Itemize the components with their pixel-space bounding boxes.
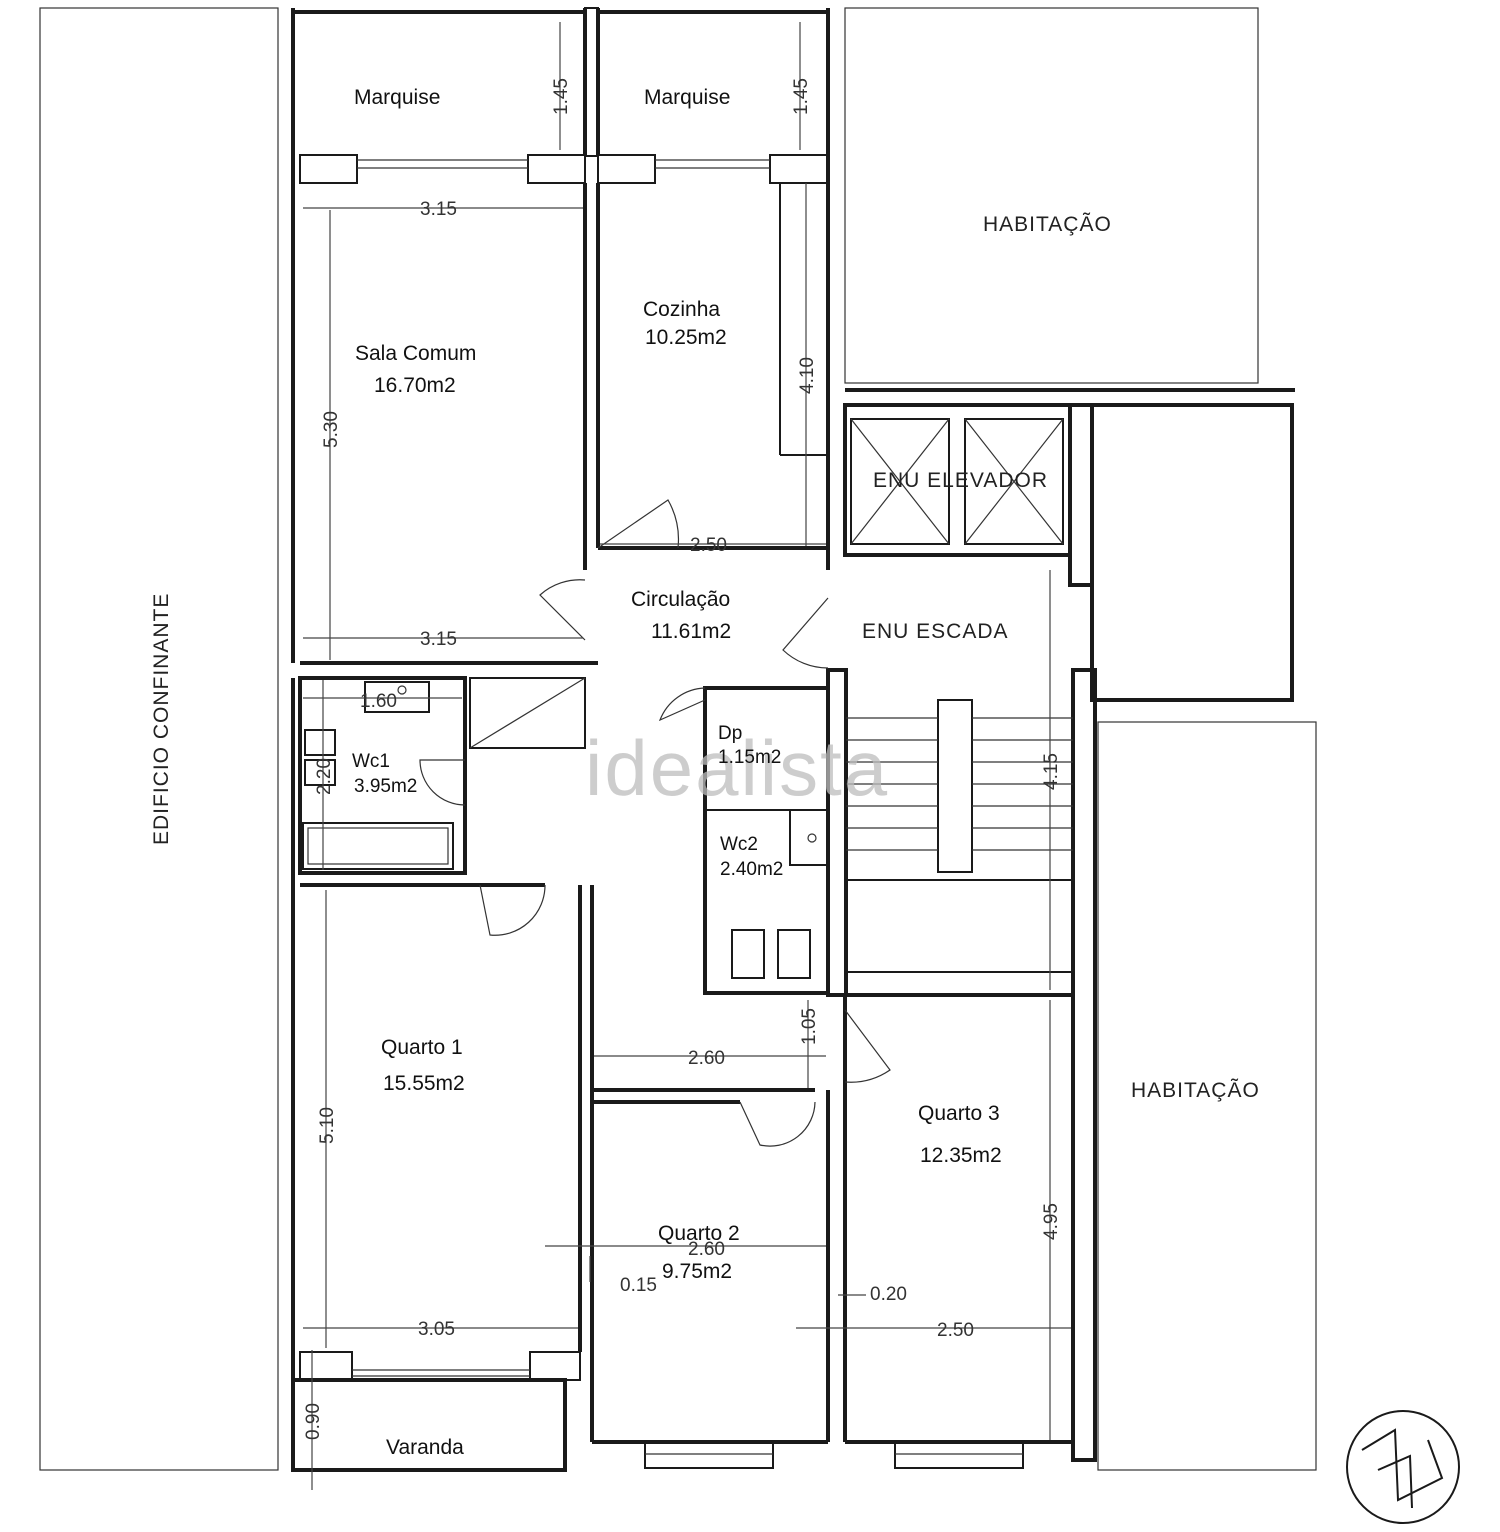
area-quarto2: 9.75m2 <box>662 1260 732 1283</box>
dim-quarto3-height: 4.95 <box>1041 1203 1062 1240</box>
label-sala-comum: Sala Comum <box>355 342 476 365</box>
dim-quarto3-width: 2.50 <box>937 1320 974 1341</box>
label-marquise-right: Marquise <box>644 86 730 109</box>
label-dp: Dp <box>718 723 742 744</box>
doors <box>419 499 891 1147</box>
watermark: idealista <box>585 724 889 812</box>
area-wc2: 2.40m2 <box>720 859 783 880</box>
label-quarto1: Quarto 1 <box>381 1036 463 1059</box>
dim-corridor-height: 1.05 <box>799 1008 820 1045</box>
dim-sala-width-top: 3.15 <box>420 199 457 220</box>
area-wc1: 3.95m2 <box>354 776 417 797</box>
dim-quarto1-width: 3.05 <box>418 1319 455 1340</box>
label-enu-elevador: ENU ELEVADOR <box>873 469 1048 492</box>
dim-wc1-height: 2.20 <box>314 758 335 795</box>
area-circulacao: 11.61m2 <box>651 620 731 643</box>
dim-escada-height: 4.15 <box>1041 753 1062 790</box>
dim-wc1-width: 1.60 <box>360 691 397 712</box>
dimension-lines <box>303 22 1071 1490</box>
dim-varanda-height: 0.90 <box>303 1403 324 1440</box>
label-wc1: Wc1 <box>352 751 390 772</box>
area-sala-comum: 16.70m2 <box>374 374 456 397</box>
label-varanda: Varanda <box>386 1436 464 1459</box>
label-habitacao-right: HABITAÇÃO <box>1131 1078 1260 1102</box>
dim-corridor-width: 2.60 <box>688 1048 725 1069</box>
dim-cozinha-width: 2.50 <box>690 535 727 556</box>
dim-wall-quarto3: 0.20 <box>870 1284 907 1305</box>
label-habitacao-top: HABITAÇÃO <box>983 212 1112 236</box>
area-quarto3: 12.35m2 <box>920 1144 1002 1167</box>
label-marquise-left: Marquise <box>354 86 440 109</box>
hatch-habitacao-top <box>844 7 1259 384</box>
dim-wall-quarto2: 0.15 <box>620 1275 657 1296</box>
hatch-habitacao-right <box>1097 721 1317 1471</box>
label-enu-escada: ENU ESCADA <box>862 620 1009 643</box>
dim-marquise-right: 1.45 <box>791 78 812 115</box>
wc1-fixtures <box>298 676 467 875</box>
dim-quarto1-height: 5.10 <box>317 1107 338 1144</box>
label-circulacao: Circulação <box>631 588 730 611</box>
dim-sala-width-bottom: 3.15 <box>420 629 457 650</box>
label-quarto3: Quarto 3 <box>918 1102 1000 1125</box>
dim-sala-height: 5.30 <box>321 411 342 448</box>
label-edificio-confinante: EDIFICIO CONFINANTE <box>150 593 173 845</box>
area-cozinha: 10.25m2 <box>645 326 727 349</box>
label-quarto2: Quarto 2 <box>658 1222 740 1245</box>
dim-cozinha-height: 4.10 <box>797 357 818 394</box>
label-wc2: Wc2 <box>720 834 758 855</box>
hatch-edificio-confinante <box>39 7 279 1471</box>
dim-quarto2-width: 2.60 <box>688 1239 725 1260</box>
elevator-block <box>843 403 1072 557</box>
label-cozinha: Cozinha <box>643 298 720 321</box>
area-quarto1: 15.55m2 <box>383 1072 465 1095</box>
north-arrow-icon <box>1346 1410 1460 1524</box>
area-dp: 1.15m2 <box>718 747 781 768</box>
dim-marquise-left: 1.45 <box>551 78 572 115</box>
